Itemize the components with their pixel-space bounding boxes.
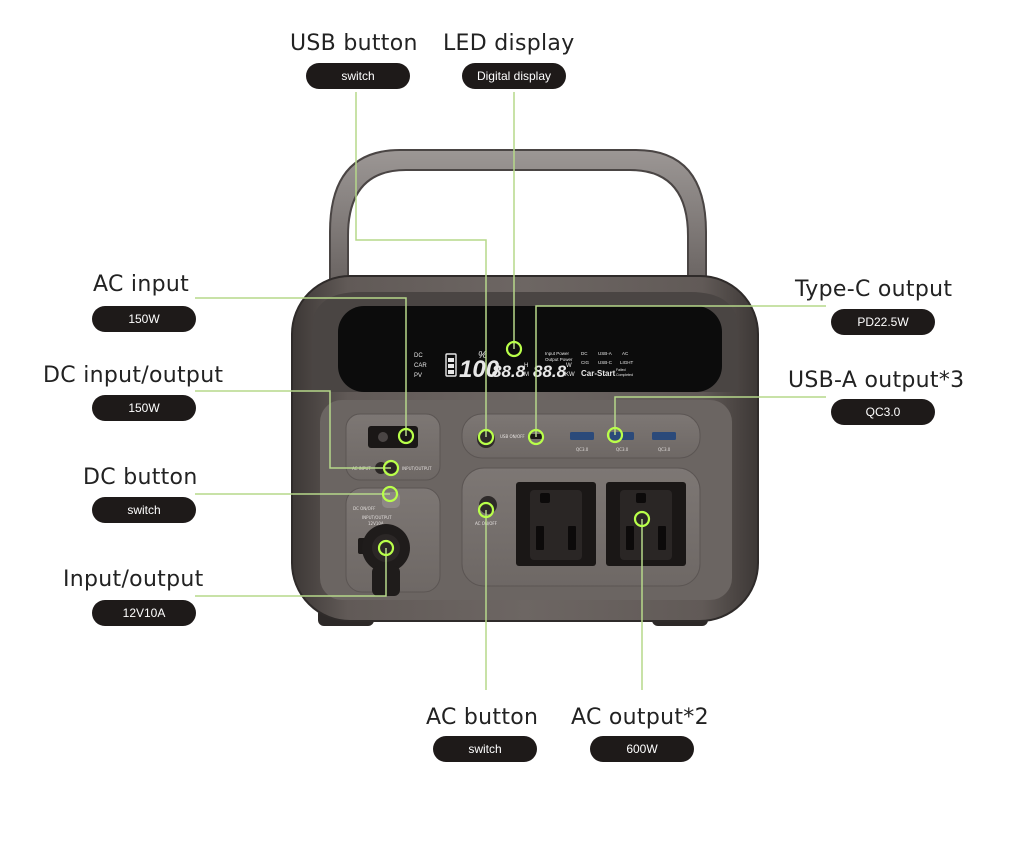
input-output-label: INPUT/OUTPUT <box>362 515 392 520</box>
readout-2: 88.8 <box>533 362 567 381</box>
battery-percent: 100 <box>459 356 500 383</box>
label-usb-a: USB-A <box>598 351 612 356</box>
lcd-content: DC CAR PV 100 % 88.8 H M 88.8 W KW Input… <box>414 350 634 383</box>
unit-kw: KW <box>565 372 575 378</box>
ac-input-title: AC input <box>93 272 190 297</box>
input-output-rating-label: 12V10A <box>368 521 384 526</box>
label-dc: DC <box>581 351 588 356</box>
type-c-output-ring <box>527 428 545 446</box>
label-ac: AC <box>622 351 629 356</box>
car-start: Car-Start <box>581 369 616 378</box>
input-output-ring <box>377 539 395 557</box>
dc-button-title: DC button <box>83 465 198 490</box>
type-c-port[interactable] <box>530 434 544 439</box>
usb-a-output-title: USB-A output*3 <box>788 368 965 393</box>
ac-outlet-1[interactable] <box>516 482 596 566</box>
usb-a-port-3[interactable] <box>652 432 676 440</box>
label-output-power: Output Power <box>545 357 573 362</box>
usb-a-output-leader-line <box>614 396 826 435</box>
leader-lines <box>195 92 826 690</box>
car-start-status-2: Completed <box>616 373 633 377</box>
dc-input-output-port[interactable] <box>386 462 398 474</box>
dc-input-output-leader-line <box>195 390 391 469</box>
type-c-output-title: Type-C output <box>795 277 953 302</box>
usb-on-off-label: USB ON/OFF <box>500 434 525 439</box>
led-display-value-badge: Digital display <box>462 63 566 89</box>
input-output-leader-line <box>195 548 387 597</box>
indicator-pv: PV <box>414 373 422 379</box>
ac-button-value-badge: switch <box>433 736 537 762</box>
unit-w: W <box>566 363 572 369</box>
ac-input-value-badge: 150W <box>92 306 196 332</box>
usb-button-title: USB button <box>290 31 418 56</box>
unit-h: H <box>524 363 528 369</box>
dc-input-output-value-badge: 150W <box>92 395 196 421</box>
car-start-status-1: Failed <box>616 368 626 372</box>
type-c-output-leader-line <box>535 305 826 437</box>
dc-button-value-badge: switch <box>92 497 196 523</box>
ac-button-title: AC button <box>426 705 539 730</box>
ac-output-title: AC output*2 <box>571 705 709 730</box>
input-output-value-badge: 12V10A <box>92 600 196 626</box>
usb-port-1-label: QC3.0 <box>576 447 589 452</box>
usb-a-output-value-badge: QC3.0 <box>831 399 935 425</box>
label-cig: CIG <box>581 360 590 365</box>
unit-m: M <box>524 372 529 378</box>
carry-handle[interactable] <box>329 149 707 283</box>
usb-a-port-1[interactable] <box>570 432 594 440</box>
led-display-title: LED display <box>443 31 575 56</box>
usb-a-output-ring <box>606 426 624 444</box>
usb-port-3-label: QC3.0 <box>658 447 671 452</box>
usb-port-2-label: QC3.0 <box>616 447 629 452</box>
ac-output-value-badge: 600W <box>590 736 694 762</box>
dc-on-off-label: DC ON/OFF <box>353 506 376 511</box>
callout-rings <box>377 340 651 557</box>
ac-output-ring <box>633 510 651 528</box>
ac-input-leader-line <box>195 297 407 436</box>
type-c-output-value-badge: PD22.5W <box>831 309 935 335</box>
led-display-ring <box>505 340 523 358</box>
usb-button-leader-line <box>355 92 487 437</box>
readout-1: 88.8 <box>492 362 526 381</box>
usb-button-value-badge: switch <box>306 63 410 89</box>
percent-sign: % <box>478 350 487 361</box>
indicator-car: CAR <box>414 363 427 369</box>
ac-input-ring <box>397 427 415 445</box>
dc-input-output-label: INPUT/OUTPUT <box>402 466 432 471</box>
input-output-title: Input/output <box>63 567 204 592</box>
label-light: LIGHT <box>620 360 634 365</box>
dc-input-output-ring <box>382 459 400 477</box>
label-input-power: Input Power <box>545 351 570 356</box>
indicator-dc: DC <box>414 353 423 359</box>
ac-button-ring <box>477 501 495 519</box>
lcd-window <box>338 306 722 392</box>
dc-input-output-title: DC input/output <box>43 363 224 388</box>
battery-icon <box>445 353 457 377</box>
usb-button-ring <box>477 428 495 446</box>
dc-button-ring <box>381 485 399 503</box>
label-usb-c: USB-C <box>598 360 613 365</box>
